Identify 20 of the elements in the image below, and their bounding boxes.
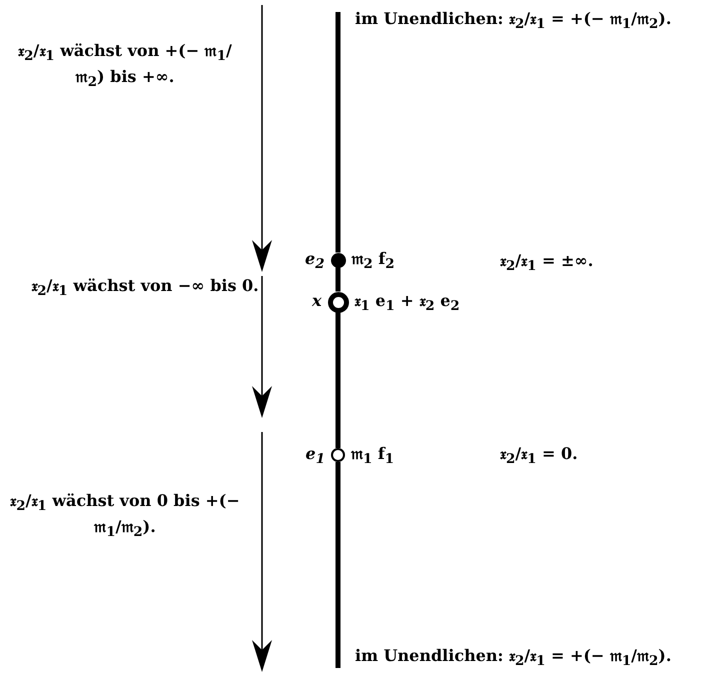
point-label: e$_{1}$ [306,443,325,469]
line-segment [336,462,340,668]
value-note: 𝔵$_{2}$/𝔵$_{1}$ = 0. [500,443,578,469]
line-segment [336,268,340,292]
range-note: 𝔵$_{2}$/𝔵$_{1}$ wächst von +(− 𝔪$_{1}$/𝔪$_{2}$) bis +∞. [17,40,233,92]
point-formula: 𝔵$_{1}$ e$_{1}$ + 𝔵$_{2}$ e$_{2}$ [354,290,460,316]
point-circle [331,448,345,462]
point-formula: 𝔪$_{2}$ f$_{2}$ [352,248,395,274]
value-note: 𝔵$_{2}$/𝔵$_{1}$ = ±∞. [500,250,594,276]
point-circle [330,252,346,268]
range-note: 𝔵$_{2}$/𝔵$_{1}$ wächst von 0 bis +(− 𝔪$_{1}$/𝔪$_{2}$). [10,490,240,542]
value-note: im Unendlichen: 𝔵$_{2}$/𝔵$_{1}$ = +(− 𝔪$_{1}$/𝔪$_{2}$). [355,8,672,34]
point-formula: 𝔪$_{1}$ f$_{1}$ [351,443,394,469]
point-circle [328,292,348,312]
point-label: x [312,290,322,312]
value-note: im Unendlichen: 𝔵$_{2}$/𝔵$_{1}$ = +(− 𝔪$_{1}$/𝔪$_{2}$). [355,645,672,671]
range-note: 𝔵$_{2}$/𝔵$_{1}$ wächst von −∞ bis 0. [30,275,260,301]
point-label: e$_{2}$ [305,248,324,274]
line-segment [336,12,340,252]
line-segment [336,312,340,448]
